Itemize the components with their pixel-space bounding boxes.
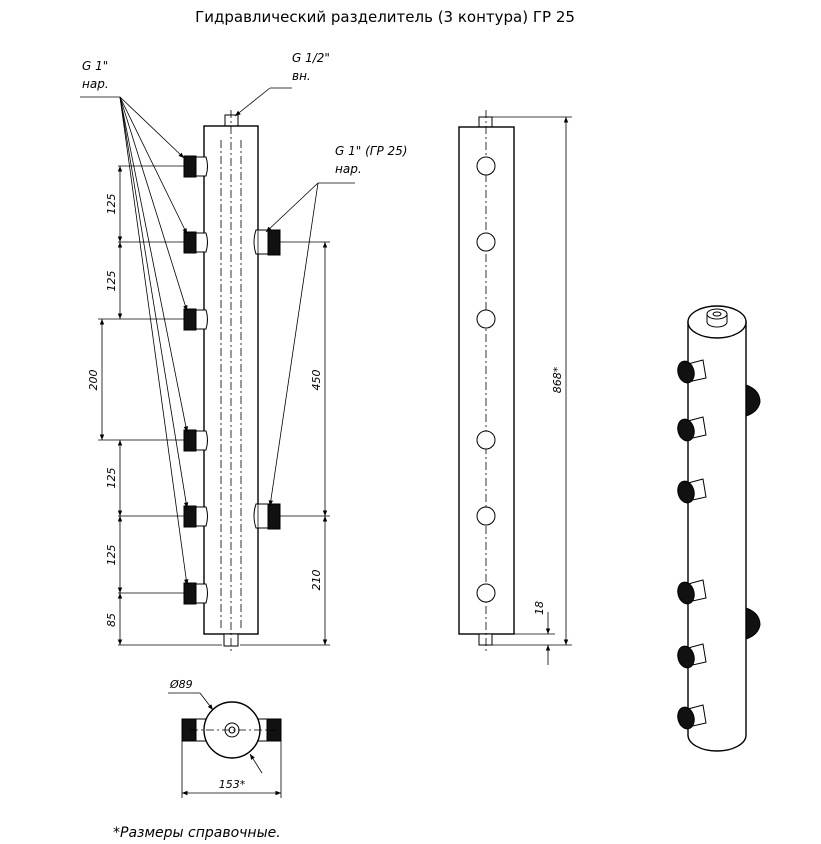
right-nozzle-top [253,229,281,256]
label-g12-sub: вн. [292,69,311,83]
leader-g1-right: G 1" (ГР 25) нар. [265,144,407,507]
left-nozzle-2 [183,231,208,254]
label-g1-left: G 1" [82,59,108,73]
side-body [458,126,515,635]
iso-nozzle-1 [677,359,707,384]
dim-diameter-89: Ø89 [169,678,193,691]
dim-153: 153* [219,778,246,791]
iso-nozzle-6 [677,704,707,730]
left-nozzle-4 [183,429,208,452]
label-g12: G 1/2" [292,51,330,65]
footnote: *Размеры справочные. [113,825,281,841]
dim-125-d: 125 [105,545,118,566]
dim-200: 200 [87,370,100,391]
label-g1-right: G 1" (ГР 25) [335,144,407,158]
iso-nozzle-5 [677,643,707,669]
left-nozzle-1 [183,155,208,178]
side-view: 868* 18 [458,110,572,665]
label-g1-right-sub: нар. [335,162,362,176]
dim-450: 450 [310,370,323,391]
iso-nozzle-2 [677,416,707,442]
iso-nozzle-right-bottom [745,607,761,640]
dim-868: 868* [551,366,564,393]
port-circle-5 [476,506,496,526]
left-dimension-chain: 125 125 200 125 125 85 [87,165,222,646]
top-view: Ø89 153* [168,678,282,798]
front-view: 125 125 200 125 125 85 450 210 G 1" [80,51,407,652]
port-circle-1 [476,156,496,176]
port-circle-3 [476,309,496,329]
left-nozzle-6 [183,582,208,605]
iso-nozzle-right-top [745,384,761,417]
isometric-view [677,305,761,752]
dim-125-b: 125 [105,271,118,292]
port-circle-6 [476,583,496,603]
iso-nozzle-4 [677,579,707,605]
label-g1-left-sub: нар. [82,77,109,91]
dim-210: 210 [310,570,323,591]
drawing-title: Гидравлический разделитель (3 контура) Г… [195,8,575,26]
iso-nozzle-3 [677,478,707,504]
dim-125-c: 125 [105,468,118,489]
left-nozzle-5 [183,505,208,528]
right-nozzle-bottom [253,503,281,530]
left-nozzle-3 [183,308,208,331]
port-circle-2 [476,232,496,252]
leader-g12: G 1/2" вн. [234,51,330,117]
right-dimension-chain: 450 210 [240,241,330,646]
dim-85: 85 [105,613,118,627]
leader-g1-left: G 1" нар. [80,59,189,586]
dim-18: 18 [533,601,546,615]
port-circle-4 [476,430,496,450]
dim-125-a: 125 [105,194,118,215]
